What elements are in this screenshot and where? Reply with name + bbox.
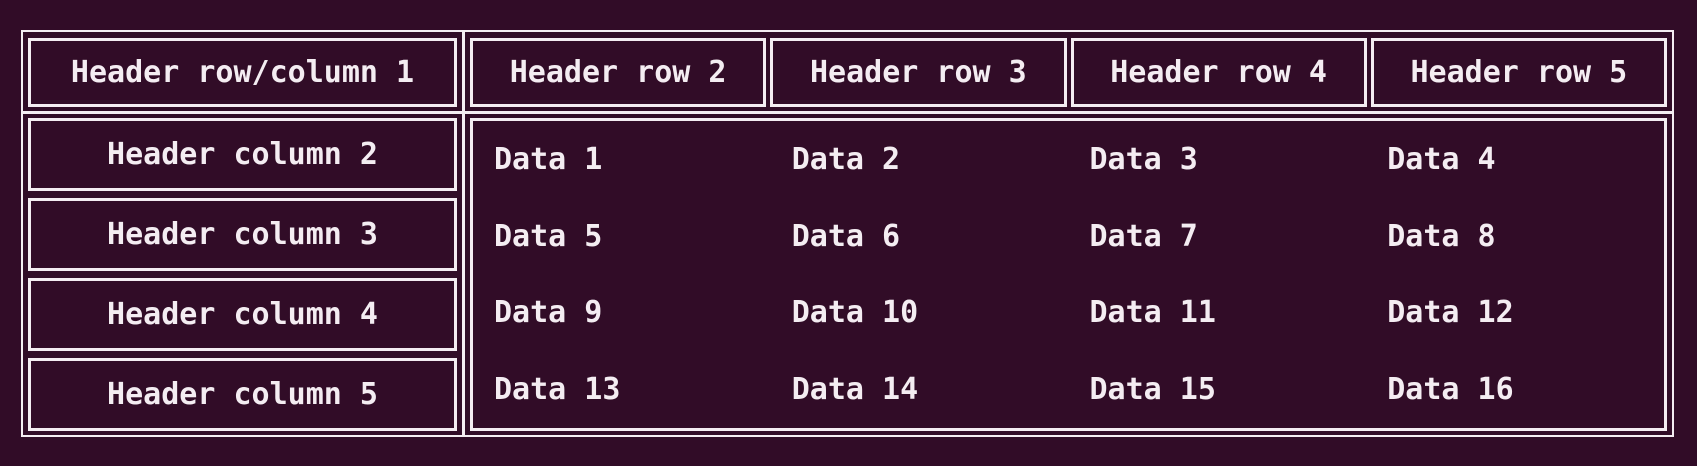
data-cell: Data 8 <box>1387 218 1496 254</box>
data-cell: Data 1 <box>494 141 603 177</box>
data-cell: Data 14 <box>791 372 919 408</box>
data-cell: Data 3 <box>1089 141 1198 177</box>
data-cell: Data 11 <box>1089 295 1216 331</box>
row-header-cell: Header row 4 <box>1070 38 1367 107</box>
data-cell: Data 2 <box>791 141 901 177</box>
data-cell: Data 6 <box>791 218 901 254</box>
data-cell: Data 5 <box>494 218 603 254</box>
row-header-cell: Header row 3 <box>770 38 1067 107</box>
table-body: Header column 2 Header column 3 Header c… <box>28 118 1667 431</box>
data-cell: Data 7 <box>1089 218 1198 254</box>
data-cell: Data 16 <box>1387 372 1514 408</box>
header-column: Header column 2 Header column 3 Header c… <box>28 118 457 431</box>
row-group-divider <box>23 111 1672 114</box>
column-header-cell: Header column 3 <box>28 198 457 271</box>
corner-header-cell: Header row/column 1 <box>28 38 457 107</box>
data-cell: Data 12 <box>1387 295 1514 331</box>
data-cell: Data 13 <box>494 372 621 408</box>
column-header-cell: Header column 4 <box>28 278 457 351</box>
row-header-cell: Header row 2 <box>470 38 767 107</box>
column-group-divider <box>462 32 465 435</box>
row-header-cell: Header row 5 <box>1370 38 1667 107</box>
data-cell: Data 15 <box>1089 372 1216 408</box>
column-header-cell: Header column 2 <box>28 118 457 191</box>
header-row: Header row/column 1 Header row 2 Header … <box>28 38 1667 107</box>
table: Header row/column 1 Header row 2 Header … <box>21 30 1674 437</box>
column-header-cell: Header column 5 <box>28 358 457 431</box>
data-cell: Data 4 <box>1387 141 1496 177</box>
data-cell: Data 9 <box>494 295 603 331</box>
data-region: Data 1 Data 2 Data 3 Data 4 Data 5 Data … <box>470 118 1667 431</box>
data-cell: Data 10 <box>791 295 919 331</box>
